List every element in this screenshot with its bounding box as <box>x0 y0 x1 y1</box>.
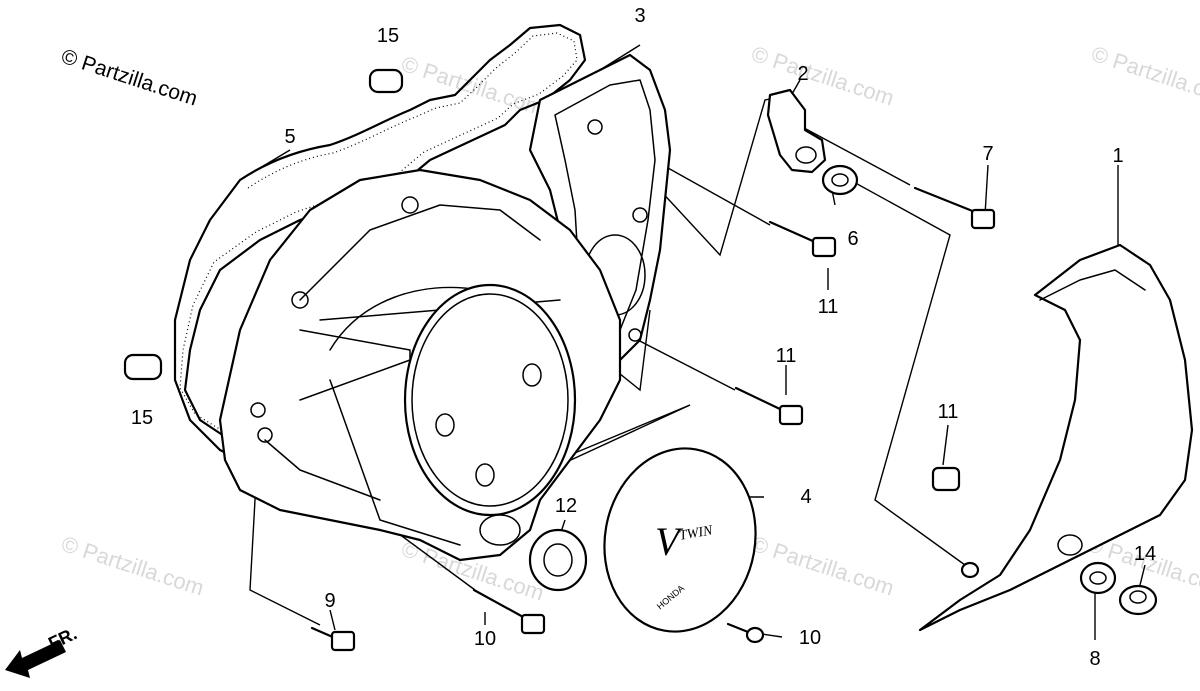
part-label-2: 2 <box>797 63 808 85</box>
outer-cover-part-1 <box>918 243 1194 632</box>
dowel-pin-part-15-upper <box>368 68 404 94</box>
bolt-part-11-middle <box>734 386 804 426</box>
watermark: © Partzilla.com <box>1088 41 1200 111</box>
bracket-part-2 <box>766 88 827 174</box>
part-label-15-left: 15 <box>131 407 153 429</box>
part-label-13: 11 <box>938 401 959 423</box>
bolt-part-8 <box>913 186 996 230</box>
part-label-1: 1 <box>1112 145 1123 167</box>
part-label-8: 7 <box>982 143 993 165</box>
copyright-text: © Partzilla.com <box>58 45 200 111</box>
bolt-part-11-lower <box>472 588 546 635</box>
bolt-part-11-upper <box>768 220 837 258</box>
part-label-6: 8 <box>1089 648 1100 670</box>
part-label-12: 14 <box>1134 543 1156 565</box>
bolt-part-10 <box>726 622 765 644</box>
gasket-part-5 <box>173 23 587 472</box>
collar-part-12 <box>1118 584 1158 616</box>
watermark: © Partzilla.com <box>398 51 547 121</box>
front-direction-arrow: FR. <box>5 623 80 678</box>
part-label-14: 12 <box>555 495 577 517</box>
bolt-part-9 <box>310 626 356 652</box>
part-label-3: 3 <box>634 5 645 27</box>
part-label-5: 5 <box>284 126 295 148</box>
grommet-part-7 <box>821 164 859 196</box>
part-label-11-upper: 11 <box>818 296 839 318</box>
arrow-icon <box>5 640 66 678</box>
logo-twin: TWIN <box>678 523 714 544</box>
left-crankcase-cover <box>218 168 622 562</box>
part-labels: 3 15 5 2 7 1 6 11 11 15 11 4 12 14 9 10 … <box>131 5 1156 670</box>
watermark: © Partzilla.com <box>58 531 207 601</box>
dowel-pin-part-15-left <box>123 353 163 381</box>
logo-v: V <box>655 519 684 564</box>
part-label-11-lower: 10 <box>474 628 496 650</box>
emblem-cover-part-4: V TWIN HONDA <box>603 447 757 633</box>
part-label-9: 9 <box>324 590 335 612</box>
part-label-11-middle: 11 <box>776 345 797 367</box>
watermark: © Partzilla.com <box>748 531 897 601</box>
part-label-7: 6 <box>847 228 858 250</box>
part-label-15-upper: 15 <box>377 25 399 47</box>
grommet-part-6 <box>1079 561 1117 595</box>
collar-part-13 <box>931 466 961 492</box>
oil-seal-part-14 <box>528 528 588 592</box>
part-label-4: 4 <box>800 486 811 508</box>
part-label-10: 10 <box>799 627 821 649</box>
